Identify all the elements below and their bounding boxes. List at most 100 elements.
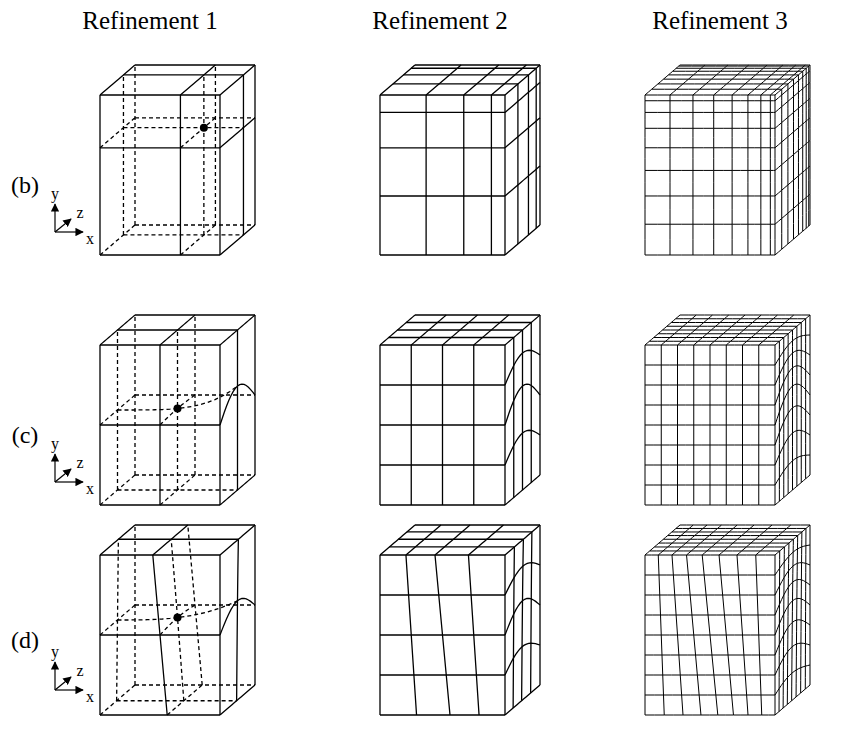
mesh-edge	[645, 224, 775, 225]
mesh-edge	[654, 337, 784, 338]
mesh-edge	[775, 95, 776, 255]
column-heading: Refinement 1	[82, 8, 217, 33]
mesh-edge	[118, 539, 238, 540]
mesh-edge	[505, 118, 540, 148]
hidden-edge	[135, 117, 255, 118]
axis-label: y	[51, 436, 59, 452]
mesh-edge	[522, 539, 524, 701]
row-label: (c)	[12, 423, 39, 447]
mesh-edge	[676, 68, 806, 69]
hidden-edge	[171, 539, 184, 701]
mesh-edge	[737, 555, 748, 715]
mesh-edge	[645, 170, 775, 171]
mesh-edge	[645, 695, 775, 696]
axis-arrow	[54, 662, 55, 690]
mesh-cube	[645, 315, 810, 505]
mesh-edge	[380, 147, 505, 148]
mesh-edge	[505, 384, 540, 425]
mesh-edge	[670, 95, 671, 255]
mesh-edge	[702, 555, 718, 715]
mesh-edge	[801, 323, 802, 483]
mesh-edge	[775, 545, 810, 575]
axis-label: y	[51, 186, 59, 202]
mesh-edge	[505, 65, 540, 95]
mesh-edge	[406, 322, 531, 323]
mesh-edge	[100, 525, 135, 555]
mesh-edge	[505, 82, 540, 112]
mesh-edge	[403, 74, 528, 75]
mesh-edge	[680, 525, 810, 526]
mesh-edge	[528, 75, 529, 235]
mesh-edge	[649, 341, 779, 342]
mesh-edge	[425, 95, 426, 255]
mesh-edge	[645, 405, 775, 406]
mesh-edge	[747, 95, 748, 255]
mesh-edge	[100, 554, 220, 555]
mesh-edge	[645, 675, 775, 676]
axis-arrow	[54, 454, 55, 482]
mesh-edge	[676, 528, 806, 529]
hidden-edge	[117, 700, 237, 701]
mesh-cube	[100, 525, 255, 715]
hidden-edge	[167, 685, 202, 715]
mesh-edge	[726, 345, 727, 505]
mesh-edge	[180, 65, 215, 95]
axis-label: y	[51, 644, 59, 660]
mesh-edge	[100, 65, 135, 95]
mesh-edge	[810, 525, 811, 685]
mesh-edge	[775, 140, 810, 170]
hidden-edge	[134, 65, 135, 225]
axis-arrow	[55, 469, 71, 482]
axis-arrow	[54, 204, 55, 232]
mesh-edge	[254, 525, 255, 685]
mesh-edge	[407, 531, 532, 532]
mesh-edge	[676, 318, 806, 319]
mesh-edge	[732, 95, 733, 255]
axis-label: z	[76, 663, 83, 679]
mesh-edge	[693, 65, 728, 95]
mesh-edge	[505, 350, 540, 385]
mesh-edge	[513, 547, 514, 708]
mesh-edge	[775, 665, 810, 695]
mesh-edge	[775, 598, 810, 635]
mesh-edge	[792, 539, 794, 701]
mesh-edge	[658, 83, 788, 84]
mesh-edge	[220, 65, 255, 95]
mesh-cube	[380, 65, 540, 255]
axis-label: z	[76, 205, 83, 221]
mesh-edge	[810, 315, 811, 475]
hidden-edge	[100, 225, 135, 255]
mesh-edge	[806, 68, 807, 228]
column-heading: Refinement 3	[652, 8, 787, 33]
hidden-edge	[180, 225, 215, 255]
hidden-edge	[188, 525, 202, 685]
mesh-edge	[531, 323, 532, 483]
mesh-edge	[389, 546, 514, 547]
hidden-edge	[100, 685, 135, 715]
mesh-edge	[645, 595, 775, 596]
mesh-cube	[645, 525, 810, 715]
hidden-edge	[203, 75, 204, 235]
mesh-edge	[389, 337, 514, 338]
axis-label: x	[86, 689, 94, 705]
mesh-edge	[180, 95, 181, 255]
mesh-edge	[671, 322, 801, 323]
mesh-edge	[220, 525, 255, 555]
mesh-edge	[398, 539, 523, 540]
hidden-edge	[135, 224, 255, 225]
mesh-edge	[531, 532, 532, 693]
column-heading: Refinement 2	[372, 8, 507, 33]
mesh-edge	[380, 344, 505, 345]
mesh-edge	[667, 326, 797, 327]
axis-triad	[55, 662, 83, 690]
mesh-edge	[380, 525, 415, 555]
hidden-edge	[160, 395, 195, 425]
mesh-edge	[380, 594, 505, 595]
mesh-edge	[801, 532, 802, 693]
mesh-edge	[775, 335, 810, 365]
mesh-edge	[670, 65, 705, 95]
mesh-edge	[652, 89, 782, 90]
mesh-edge	[473, 345, 474, 505]
mesh-edge	[645, 615, 775, 616]
